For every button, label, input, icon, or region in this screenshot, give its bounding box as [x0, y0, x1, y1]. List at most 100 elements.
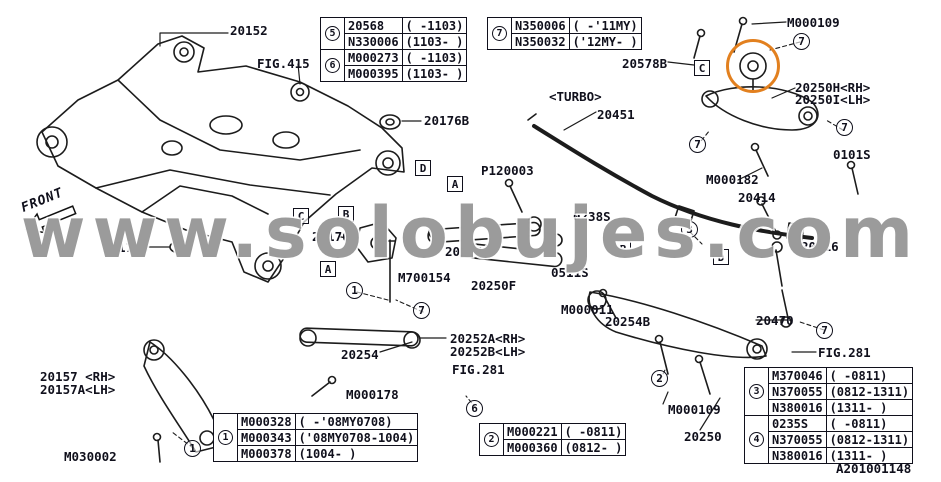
part-label-20152: 20152	[230, 23, 268, 38]
callout-4: 4	[749, 432, 764, 447]
date-range: ( -0811)	[560, 423, 627, 440]
date-range: ( -'11MY)	[568, 17, 642, 34]
date-range: ( -1103)	[401, 49, 468, 66]
part-label-m030002: M030002	[64, 449, 117, 464]
part-number: N370055	[768, 431, 827, 448]
date-range: (1311- )	[825, 399, 914, 416]
part-label-0511s: 0511S	[551, 265, 589, 280]
date-range: ('12MY- )	[568, 33, 642, 50]
part-label-0238s: 0238S	[573, 209, 611, 224]
part-label-20252a: 20252A<RH>	[450, 331, 526, 346]
front-direction-label: FRONT	[14, 183, 83, 246]
highlight-circle	[726, 39, 780, 93]
callout-7: 7	[689, 136, 706, 153]
parts-table-top-a: 5 20568 ( -1103) N330006 (1103- ) 6 M000…	[320, 17, 468, 82]
callout-1: 1	[218, 430, 233, 445]
part-label-fig415: FIG.415	[257, 56, 310, 71]
section-box-c: C	[694, 60, 710, 76]
part-number: M000273	[344, 49, 403, 66]
turbo-label: <TURBO>	[549, 89, 602, 104]
parts-table-top-b: 7 N350006 ( -'11MY) N350032 ('12MY- )	[487, 17, 642, 50]
part-label-20250h: 20250H<RH>	[795, 80, 871, 95]
callout-7: 7	[816, 322, 833, 339]
part-number: M000343	[237, 429, 296, 446]
callout-6: 6	[325, 58, 340, 73]
front-arrow-icon	[24, 205, 77, 234]
part-label-fig281-center: FIG.281	[452, 362, 505, 377]
part-number: M000328	[237, 413, 296, 430]
part-number: M000221	[503, 423, 562, 440]
date-range: ( -'08MY0708)	[294, 413, 419, 430]
part-number: N330006	[344, 33, 403, 50]
section-box-a: A	[320, 261, 336, 277]
part-label-p120003: P120003	[481, 163, 534, 178]
date-range: (0812-1311)	[825, 383, 914, 400]
part-label-m000109-top: M000109	[787, 15, 840, 30]
date-range: ( -0811)	[825, 415, 914, 432]
callout-2: 2	[651, 370, 668, 387]
parts-table-bottom-a: 1 M000328 ( -'08MY0708) M000343 ('08MY07…	[213, 413, 419, 462]
part-number: 0235S	[768, 415, 827, 432]
lateral-links-art	[299, 178, 563, 349]
part-number: 20568	[344, 17, 403, 34]
date-range: (1103- )	[401, 65, 468, 82]
part-label-0101s: 0101S	[833, 147, 871, 162]
part-number: N370055	[768, 383, 827, 400]
part-label-20254a: 20254A	[445, 244, 491, 259]
part-number: M000378	[237, 445, 296, 462]
part-number: N380016	[768, 447, 827, 464]
callout-7: 7	[413, 302, 430, 319]
callout-6: 6	[466, 400, 483, 417]
part-number: M000360	[503, 439, 562, 456]
part-label-m000011: M000011	[561, 302, 614, 317]
diagram-number: A201001148	[836, 461, 912, 476]
right-links-art	[750, 142, 859, 328]
date-range: (1103- )	[401, 33, 468, 50]
part-number: N380016	[768, 399, 827, 416]
parts-table-bottom-c: 3 M370046 ( -0811) N370055 (0812-1311) N…	[744, 367, 914, 464]
part-label-20252b: 20252B<LH>	[450, 344, 526, 359]
stabilizer-bar-art	[527, 113, 814, 241]
date-range: (0812-1311)	[825, 431, 914, 448]
section-box-d: D	[415, 160, 431, 176]
part-label-20176: 20176	[312, 229, 350, 244]
part-label-20250: 20250	[684, 429, 722, 444]
part-label-20578b: 20578B	[622, 56, 668, 71]
part-label-20254b: 20254B	[605, 314, 651, 329]
section-box-b: B	[338, 206, 354, 222]
section-box-b: B	[615, 241, 631, 257]
date-range: (1004- )	[294, 445, 419, 462]
part-label-m000178: M000178	[346, 387, 399, 402]
part-label-20250f: 20250F	[471, 278, 517, 293]
part-number: N350032	[511, 33, 570, 50]
subframe-art	[36, 35, 405, 283]
part-label-m000182: M000182	[706, 172, 759, 187]
part-label-fig281-right: FIG.281	[818, 345, 871, 360]
part-label-m000109-bottom: M000109	[668, 402, 721, 417]
date-range: (0812- )	[560, 439, 627, 456]
callout-5: 5	[325, 26, 340, 41]
part-label-20176b-top: 20176B	[424, 113, 470, 128]
part-number: N350006	[511, 17, 570, 34]
callout-1: 1	[346, 282, 363, 299]
part-label-20470: 20470	[756, 313, 794, 328]
section-box-c: C	[293, 208, 309, 224]
lower-arm-art	[587, 288, 768, 395]
leader-lines	[146, 21, 817, 431]
part-label-20414: 20414	[738, 190, 776, 205]
parts-table-bottom-b: 2 M000221 ( -0811) M000360 (0812- )	[479, 423, 627, 456]
date-range: ( -0811)	[825, 367, 914, 384]
date-range: ('08MY0708-1004)	[294, 429, 419, 446]
section-box-a: A	[447, 176, 463, 192]
part-label-20157: 20157 <RH>	[40, 369, 116, 384]
dashed-leader-lines	[171, 41, 844, 449]
callout-1: 1	[184, 440, 201, 457]
callout-7: 7	[492, 26, 507, 41]
part-label-m700154: M700154	[398, 270, 451, 285]
section-box-d: D	[713, 249, 729, 265]
date-range: (1311- )	[825, 447, 914, 464]
callout-2: 2	[484, 432, 499, 447]
callout-7: 7	[836, 119, 853, 136]
callout-3: 3	[681, 221, 698, 238]
